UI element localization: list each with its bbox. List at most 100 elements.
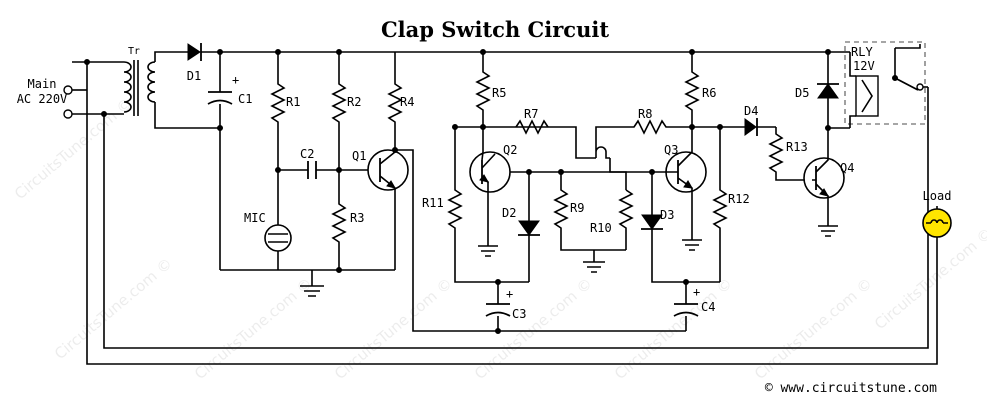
watermark-layer: CircuitsTune.com © CircuitsTune.com © Ci… [11,94,987,383]
capacitor-C3: + C3 [485,279,526,334]
junction-dot [689,49,695,55]
label-RLY-voltage: 12V [853,59,875,73]
resistor-R10 [618,189,634,250]
q2-collector-wires [455,126,596,159]
resistor-symbol [595,119,720,159]
watermark: CircuitsTune.com © [751,274,876,383]
junction-dot [84,59,90,65]
resistor-symbol [270,52,286,226]
junction-dot [452,124,458,130]
label-R3: R3 [350,211,364,225]
mic-circle [264,224,292,252]
mains-terminal-2 [63,109,73,119]
junction-dot [336,49,342,55]
transformer: Tr [110,46,220,129]
resistors-R9-R10: R9 R10 [553,169,634,273]
transistor-Q1: R4 Q1 [352,52,686,332]
secondary-coil [147,61,156,103]
watermark: CircuitsTune.com © [611,274,736,383]
label-R2: R2 [347,95,361,109]
diode-D1: D1 [187,43,202,83]
emitter-arrow [819,188,830,197]
label-C4: C4 [701,300,715,314]
emitter-arrow [386,180,397,189]
label-R10: R10 [590,221,612,235]
transistor-Q3: Q3 [660,127,707,251]
transistor-body [367,149,409,191]
resistor-R9 [553,172,626,251]
ground-icon [818,225,838,237]
mains-input: Main AC 220V [17,59,938,365]
diode-symbol [817,83,839,99]
q2-base-wire [510,171,627,190]
junction-dot [526,169,532,175]
watermark: CircuitsTune.com © [331,274,456,383]
cap-plate-curved [207,99,233,105]
label-R6: R6 [702,86,716,100]
cap-plate-curved [673,311,699,317]
emitter-arrow [479,174,490,183]
resistor-R6: R6 [684,49,716,130]
diode-symbol [187,43,201,61]
label-D4: D4 [744,104,758,118]
label-R9: R9 [570,201,584,215]
relay: RLY 12V [844,41,928,128]
q1-collector-wire [395,149,686,332]
label-R8: R8 [638,107,652,121]
diode-symbol [744,118,757,136]
copyright-text: © www.circuitstune.com [765,381,937,396]
diode-symbol [641,214,663,230]
q3-base-wire [609,158,660,173]
ground-symbol [300,270,324,297]
watermark: CircuitsTune.com © [471,274,596,383]
c3-plus: + [506,287,513,301]
watermark: CircuitsTune.com © [871,224,987,333]
relay-pivot [892,75,898,81]
mains-terminal-1 [63,85,73,95]
junction-dot [480,49,486,55]
secondary-leads [154,51,220,129]
junction-dot [217,49,223,55]
capacitor-C1: + C1 [207,49,252,270]
d3-leads [651,172,720,283]
capacitor-C2: C2 [278,147,395,179]
transistor-body [469,151,511,193]
cap-plate-curved [485,311,511,317]
resistor-R13 [768,127,812,181]
resistor-R5: R5 [475,49,506,130]
emitter-arrow [683,180,693,189]
watermark: CircuitsTune.com © [11,94,136,203]
supply-label-line2: AC 220V [17,92,68,106]
junction-dot [558,169,564,175]
relay-coil-winding [861,79,873,113]
resistor-symbol [684,52,700,127]
label-Q3: Q3 [664,143,678,157]
label-C3: C3 [512,307,526,321]
label-R4: R4 [400,95,414,109]
resistor-R4 [387,52,403,150]
junction-dot [101,111,107,117]
resistor-R1: R1 [270,49,300,226]
junction-dot [495,328,501,334]
relay-switch-arm [894,77,919,91]
ground-icon [478,245,498,257]
diode-D4: D4 [720,104,776,136]
resistor-symbol [331,52,347,270]
junction-dot [217,125,223,131]
label-Q4: Q4 [840,161,854,175]
transistor-body [803,157,845,199]
ground-icon [300,270,324,297]
diode-symbol [518,220,540,236]
resistor-R11 [447,127,529,283]
relay-box [844,41,926,125]
mains-wiring [72,61,938,365]
label-MIC: MIC [244,211,266,225]
junction-dot [825,125,831,131]
supply-label-line1: Main [28,77,57,91]
diagram-title: Clap Switch Circuit [381,17,609,42]
relay-contact [916,83,924,91]
label-D2: D2 [502,206,516,220]
resistor-symbol [515,119,549,135]
transistor-Q4: R13 Q4 [768,127,854,237]
